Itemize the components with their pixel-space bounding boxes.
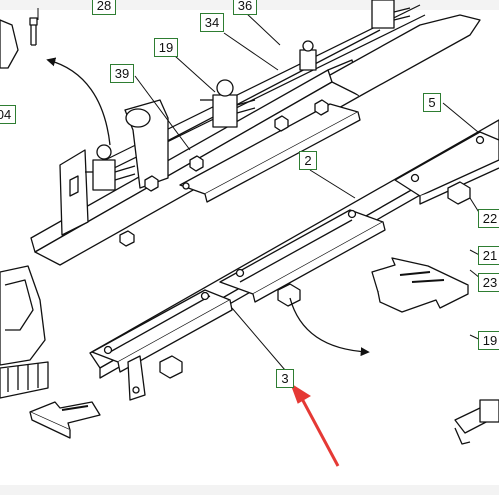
nut-group — [119, 99, 471, 379]
wear-plate-3 — [91, 289, 233, 373]
callout-39: 39 — [110, 64, 134, 83]
nozzle-body-left — [85, 144, 136, 191]
direction-arrow-icon-left — [29, 401, 101, 439]
callout-28: 28 — [92, 0, 116, 15]
callout-3: 3 — [276, 369, 294, 388]
bottom-edge-strip — [0, 485, 499, 495]
direction-arrow-icon-right — [371, 257, 469, 313]
rotation-arrow-lower — [289, 297, 370, 357]
nozzle-fitting-34 — [299, 40, 317, 71]
callout-36: 36 — [233, 0, 257, 15]
callout-21: 21 — [478, 246, 499, 265]
red-pointer-icon — [290, 382, 340, 467]
left-nozzle-assembly — [0, 265, 49, 399]
callout-19-right: 19 — [478, 331, 499, 350]
callout-34: 34 — [200, 13, 224, 32]
callout-04: 04 — [0, 105, 16, 124]
nozzle-body-right — [371, 0, 411, 29]
nozzle-fitting-bottom-right — [454, 399, 499, 445]
rotation-arrow-upper — [46, 57, 111, 146]
bracket-tab-bottom — [127, 355, 146, 401]
callout-19-top: 19 — [154, 38, 178, 57]
upper-boom-bar — [30, 14, 481, 266]
callout-22: 22 — [478, 209, 499, 228]
callout-2: 2 — [299, 151, 317, 170]
nozzle-body-center — [200, 79, 256, 128]
upper-left-fitting — [0, 19, 19, 69]
wear-plate-2 — [219, 209, 386, 303]
mounting-bracket — [59, 99, 169, 236]
callout-23: 23 — [478, 273, 499, 292]
callout-5: 5 — [423, 93, 441, 112]
bolt-28 — [29, 17, 38, 46]
